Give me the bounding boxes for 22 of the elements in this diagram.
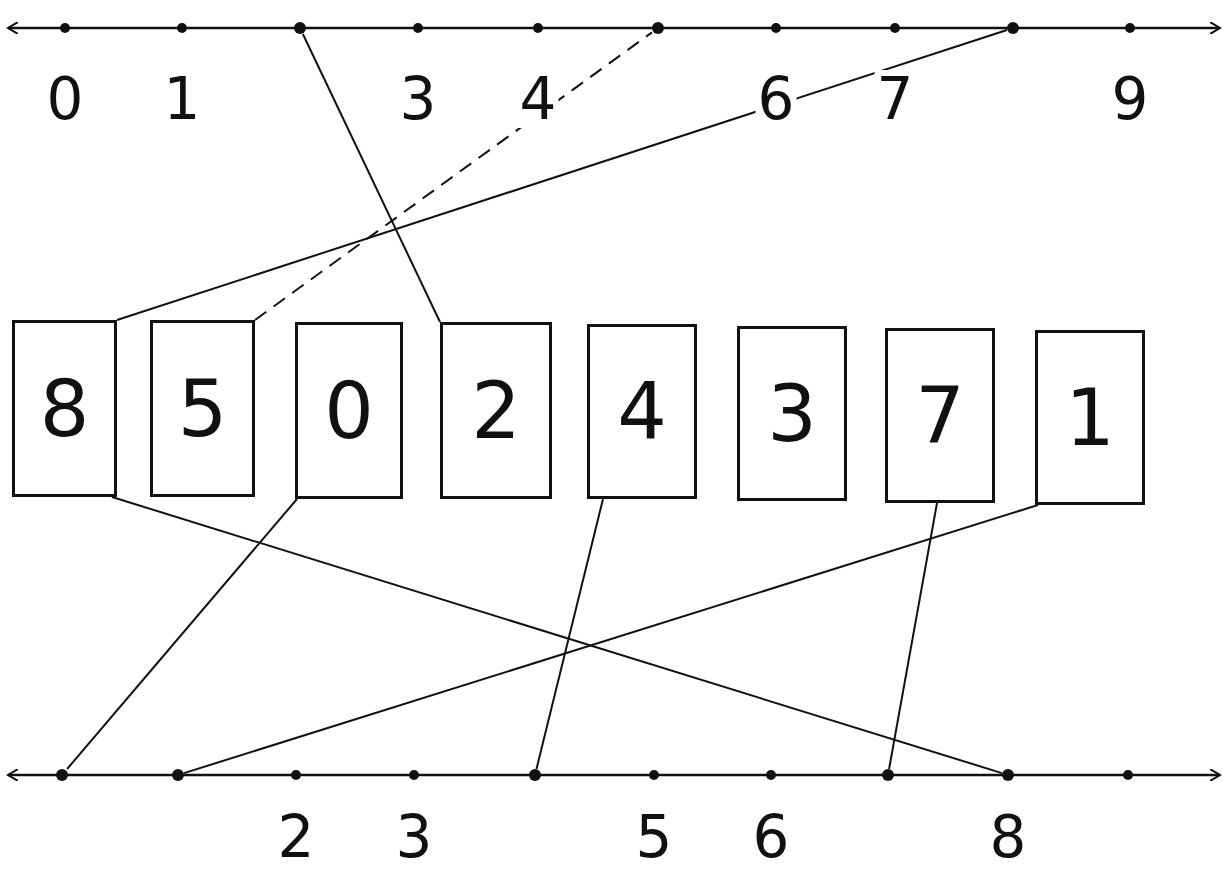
number-card: 4: [587, 324, 697, 499]
number-card: 0: [295, 322, 403, 499]
connector-line: [535, 498, 604, 770]
number-card: 5: [150, 320, 255, 497]
connector-line: [254, 31, 653, 321]
number-card: 7: [885, 328, 995, 503]
point-dot: [652, 22, 664, 34]
number-card: 3: [737, 326, 847, 501]
number-card: 2: [440, 322, 552, 499]
connector-line: [301, 33, 441, 323]
point-dot: [529, 769, 541, 781]
connector-line: [116, 28, 1008, 321]
point-dot: [1007, 22, 1019, 34]
connector-line: [66, 498, 298, 770]
number-card: 1: [1035, 330, 1145, 505]
point-dot: [172, 769, 184, 781]
point-dot: [56, 769, 68, 781]
point-dot: [882, 769, 894, 781]
number-card: 8: [12, 320, 117, 497]
point-dot: [1002, 769, 1014, 781]
connector-line: [888, 502, 938, 770]
point-dot: [294, 22, 306, 34]
